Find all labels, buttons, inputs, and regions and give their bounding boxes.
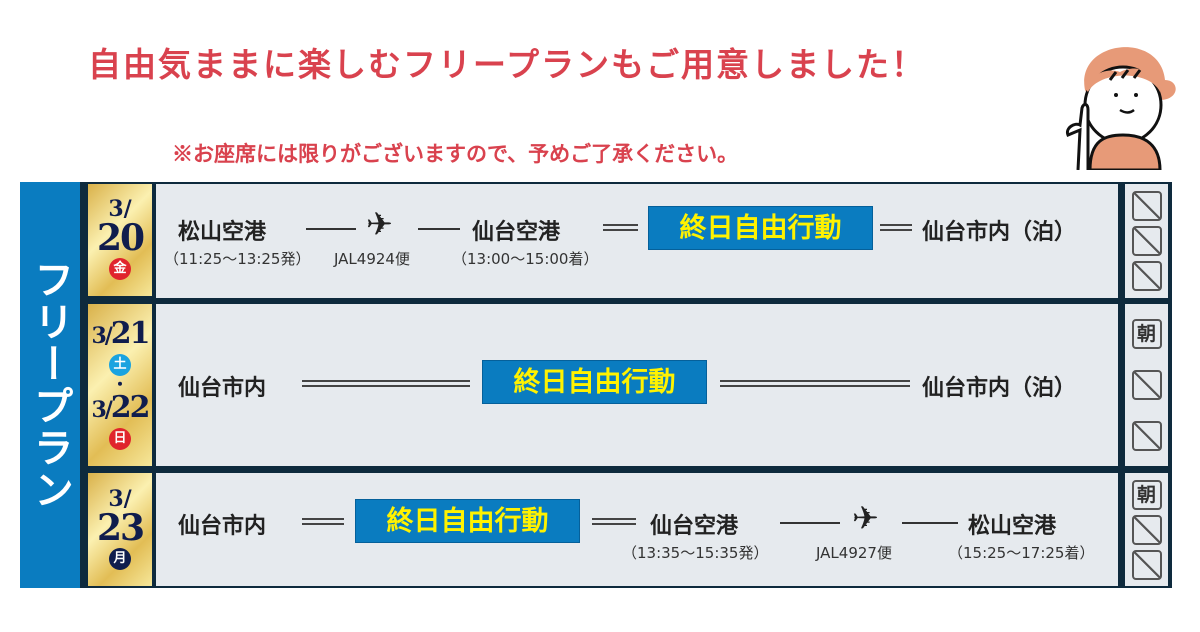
stay-place: 仙台市内（泊） (922, 220, 1077, 245)
route-double-line (880, 224, 912, 231)
no-meal-icon (1131, 514, 1162, 545)
page-title: 自由気ままに楽しむフリープランもご用意しました！ (88, 45, 927, 84)
departure-place: 仙台市内 (178, 376, 267, 401)
date-cell-day2-3: 3/21 土 ・ 3/22 日 (88, 304, 152, 466)
date-day: 21 (110, 316, 151, 351)
destination-place: 松山空港 (968, 514, 1057, 539)
arrival-place: 仙台空港 (472, 220, 561, 245)
day-of-week-badge: 金 (109, 258, 131, 280)
departure-place: 松山空港 (178, 220, 267, 245)
stay-place: 仙台市内（泊） (922, 376, 1077, 401)
free-activity-badge: 終日自由行動 (482, 360, 707, 404)
airport-place: 仙台空港 (650, 514, 739, 539)
meals-cell-day2-3: 朝 (1125, 304, 1168, 466)
no-meal-icon (1131, 369, 1162, 400)
no-meal-icon (1131, 190, 1162, 221)
arrival-time: （15:25〜17:25着） (948, 544, 1095, 562)
departure-time: （11:25〜13:25発） (164, 250, 311, 268)
route-line (902, 522, 958, 524)
airplane-icon: ✈ (366, 205, 393, 243)
departure-place: 仙台市内 (178, 514, 267, 539)
date-month: 3/ (91, 397, 112, 423)
seat-notice: ※お座席には限りがございますので、予めご了承ください。 (172, 141, 739, 166)
route-double-line (720, 380, 910, 387)
no-meal-icon (1131, 549, 1162, 580)
route-line (780, 522, 840, 524)
free-activity-badge: 終日自由行動 (648, 206, 873, 250)
date-month: 3/ (91, 323, 112, 349)
route-line (306, 228, 356, 230)
date-cell-day4: 3/ 23 月 (88, 473, 152, 586)
departure-time: （13:35〜15:35発） (622, 544, 769, 562)
route-double-line (302, 518, 344, 525)
breakfast-included: 朝 (1131, 479, 1162, 510)
flight-number: JAL4927便 (816, 544, 892, 562)
meals-cell-day4: 朝 (1125, 473, 1168, 586)
flight-number: JAL4924便 (334, 250, 410, 268)
date-month: 3/ (108, 196, 132, 222)
no-meal-icon (1131, 261, 1162, 292)
free-activity-badge: 終日自由行動 (355, 499, 580, 543)
date-separator: ・ (111, 375, 128, 394)
no-meal-icon (1131, 421, 1162, 452)
route-double-line (302, 380, 470, 387)
character-illustration-icon (1065, 47, 1176, 170)
itinerary-row-day1 (156, 184, 1118, 298)
date-day: 20 (96, 217, 145, 259)
arrival-time: （13:00〜15:00着） (452, 250, 599, 268)
date-day: 22 (110, 390, 151, 425)
meals-cell-day1 (1125, 184, 1168, 298)
airplane-icon: ✈ (852, 499, 879, 537)
day-of-week-badge: 土 (109, 354, 131, 376)
itinerary-row-day4 (156, 473, 1118, 586)
date-day: 23 (96, 506, 145, 549)
route-double-line (592, 518, 636, 525)
route-line (418, 228, 460, 230)
breakfast-included: 朝 (1131, 318, 1162, 349)
date-cell-day1: 3/ 20 金 (88, 184, 152, 296)
route-double-line (603, 224, 638, 231)
day-of-week-badge: 月 (109, 547, 131, 570)
plan-label: フリープラン (20, 182, 80, 588)
date-month: 3/ (108, 485, 132, 512)
day-of-week-badge: 日 (109, 428, 131, 450)
no-meal-icon (1131, 225, 1162, 256)
